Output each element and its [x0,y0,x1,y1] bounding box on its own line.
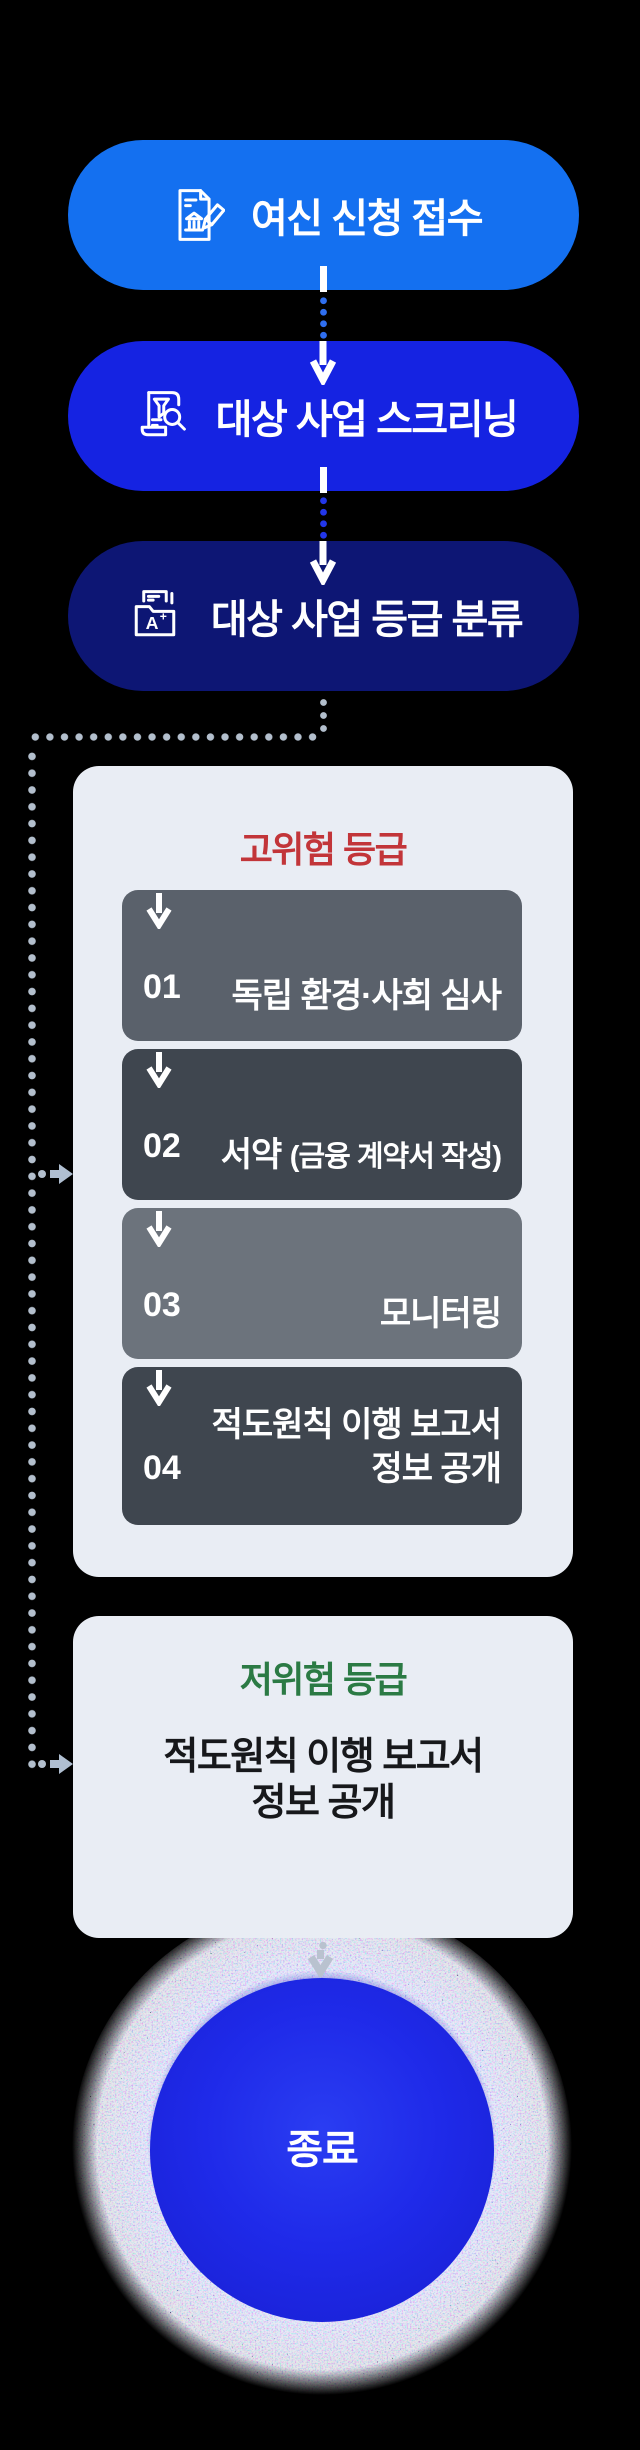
branch-dot [38,1170,46,1178]
high-risk-title: 고위험 등급 [239,829,408,870]
down-arrow-icon [145,1052,173,1090]
down-arrow-icon [145,1211,173,1249]
down-arrow-icon [145,1370,173,1408]
process-row-04: 04 적도원칙 이행 보고서 정보 공개 [122,1367,522,1525]
process-row-02: 02 서약 (금융 계약서 작성) [122,1049,522,1200]
dotted-connector [319,1939,327,1952]
step-label: 대상 사업 등급 분류 [210,598,524,642]
step-business-screening: 대상 사업 스크리닝 [68,341,579,491]
step-number: 03 [143,1286,181,1324]
connector-shaft [320,467,327,493]
step-label-line2: 정보 공개 [371,1450,502,1488]
step-credit-application: 여신 신청 접수 [68,140,579,290]
down-chevron-icon [307,1950,334,1980]
step-label: 서약 (금융 계약서 작성) [220,1127,502,1176]
svg-text:+: + [160,610,167,624]
dotted-connector [320,696,327,735]
step-label-line1: 적도원칙 이행 보고서 [211,1406,502,1444]
down-arrow-icon [308,541,338,588]
connector-shaft [320,266,327,292]
process-row-03: 03 모니터링 [122,1208,522,1359]
dotted-connector [320,295,327,341]
step-number: 04 [143,1449,181,1487]
low-risk-title: 저위험 등급 [239,1659,408,1700]
step-label: 적도원칙 이행 보고서 정보 공개 [211,1403,502,1491]
branch-dot [38,1760,46,1768]
step-label: 독립 환경·사회 심사 [231,977,502,1015]
dotted-branch-line [28,733,320,741]
process-row-01: 01 독립 환경·사회 심사 [122,890,522,1041]
right-arrow-icon [50,1160,73,1188]
step-label-paren: (금융 계약서 작성) [289,1141,502,1173]
low-risk-panel: 저위험 등급 적도원칙 이행 보고서 정보 공개 [73,1616,573,1938]
step-number: 02 [143,1127,181,1165]
step-number: 01 [143,968,181,1006]
end-node-glow [72,1905,572,2405]
step-grade-classification: A + 대상 사업 등급 분류 [68,541,579,691]
dotted-branch-line-vertical [28,748,36,1774]
step-label: 모니터링 [379,1295,502,1333]
step-label: 여신 신청 접수 [250,197,484,241]
low-risk-body: 적도원칙 이행 보고서 정보 공개 [73,1734,573,1826]
low-risk-line2: 정보 공개 [251,1782,396,1824]
step-label: 대상 사업 스크리닝 [215,398,519,442]
low-risk-line1: 적도원칙 이행 보고서 [163,1736,484,1778]
right-arrow-icon [50,1750,73,1778]
svg-text:A: A [146,613,159,633]
scroll-filter-magnifier-icon [130,386,190,446]
dotted-connector [320,495,327,541]
down-arrow-icon [145,893,173,931]
step-label-main: 서약 [220,1136,283,1174]
document-bank-pencil-icon [165,185,226,245]
folder-grade-a-plus-icon: A + [125,586,185,646]
end-node-label: 종료 [286,2128,359,2172]
down-arrow-icon [308,341,338,388]
